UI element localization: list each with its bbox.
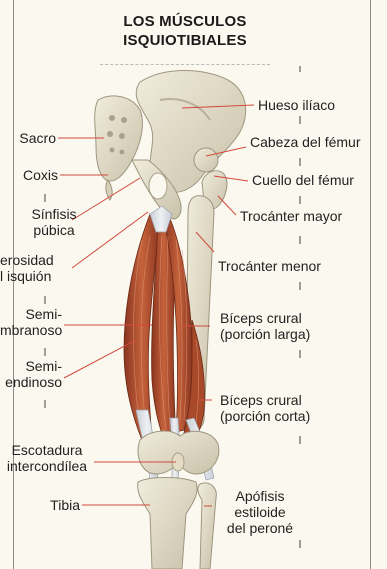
label-trocanter-mayor: Trocánter mayor: [240, 208, 342, 224]
label-hueso-iliaco: Hueso ilíaco: [258, 97, 335, 113]
femoral-head: [194, 148, 218, 172]
label-apofisis-line1: Apófisis: [220, 488, 300, 504]
label-sinfisis-line2: púbica: [26, 222, 82, 238]
label-apofisis-estiloide: Apófisis estiloide del peroné: [220, 488, 300, 536]
label-cabeza-femur: Cabeza del fémur: [250, 134, 361, 150]
label-tuberosidad-line1: erosidad: [0, 252, 54, 268]
label-semitendinoso: Semi- endinoso: [0, 358, 62, 390]
label-semimembranoso: Semi- mbranoso: [0, 306, 62, 338]
label-tuberosidad-isquion: erosidad l isquión: [0, 252, 54, 284]
label-escotadura-line1: Escotadura: [2, 442, 92, 458]
obturator-foramen: [149, 173, 167, 199]
label-coxis: Coxis: [0, 167, 58, 183]
label-biceps-larga: Bíceps crural (porción larga): [220, 310, 310, 342]
label-semitendinoso-line1: Semi-: [0, 358, 62, 374]
label-tibia: Tibia: [0, 497, 80, 513]
fibula-bone: [198, 483, 216, 569]
label-tuberosidad-line2: l isquión: [0, 268, 54, 284]
label-biceps-corta-line1: Bíceps crural: [220, 392, 310, 408]
label-apofisis-line3: del peroné: [220, 520, 300, 536]
label-semimembranoso-line2: mbranoso: [0, 322, 62, 338]
label-escotadura-intercondilea: Escotadura intercondílea: [2, 442, 92, 474]
label-apofisis-line2: estiloide: [220, 504, 300, 520]
label-biceps-corta: Bíceps crural (porción corta): [220, 392, 310, 424]
label-cuello-femur: Cuello del fémur: [252, 172, 354, 188]
label-biceps-larga-line1: Bíceps crural: [220, 310, 310, 326]
label-sinfisis-line1: Sínfisis: [26, 206, 82, 222]
label-semitendinoso-line2: endinoso: [0, 374, 62, 390]
label-semimembranoso-line1: Semi-: [0, 306, 62, 322]
tibia-bone: [138, 478, 197, 569]
label-biceps-larga-line2: (porción larga): [220, 326, 310, 342]
label-trocanter-menor: Trocánter menor: [218, 258, 321, 274]
label-escotadura-line2: intercondílea: [2, 458, 92, 474]
label-sinfisis-pubica: Sínfisis púbica: [26, 206, 82, 238]
label-sacro: Sacro: [0, 130, 56, 146]
label-biceps-corta-line2: (porción corta): [220, 408, 310, 424]
